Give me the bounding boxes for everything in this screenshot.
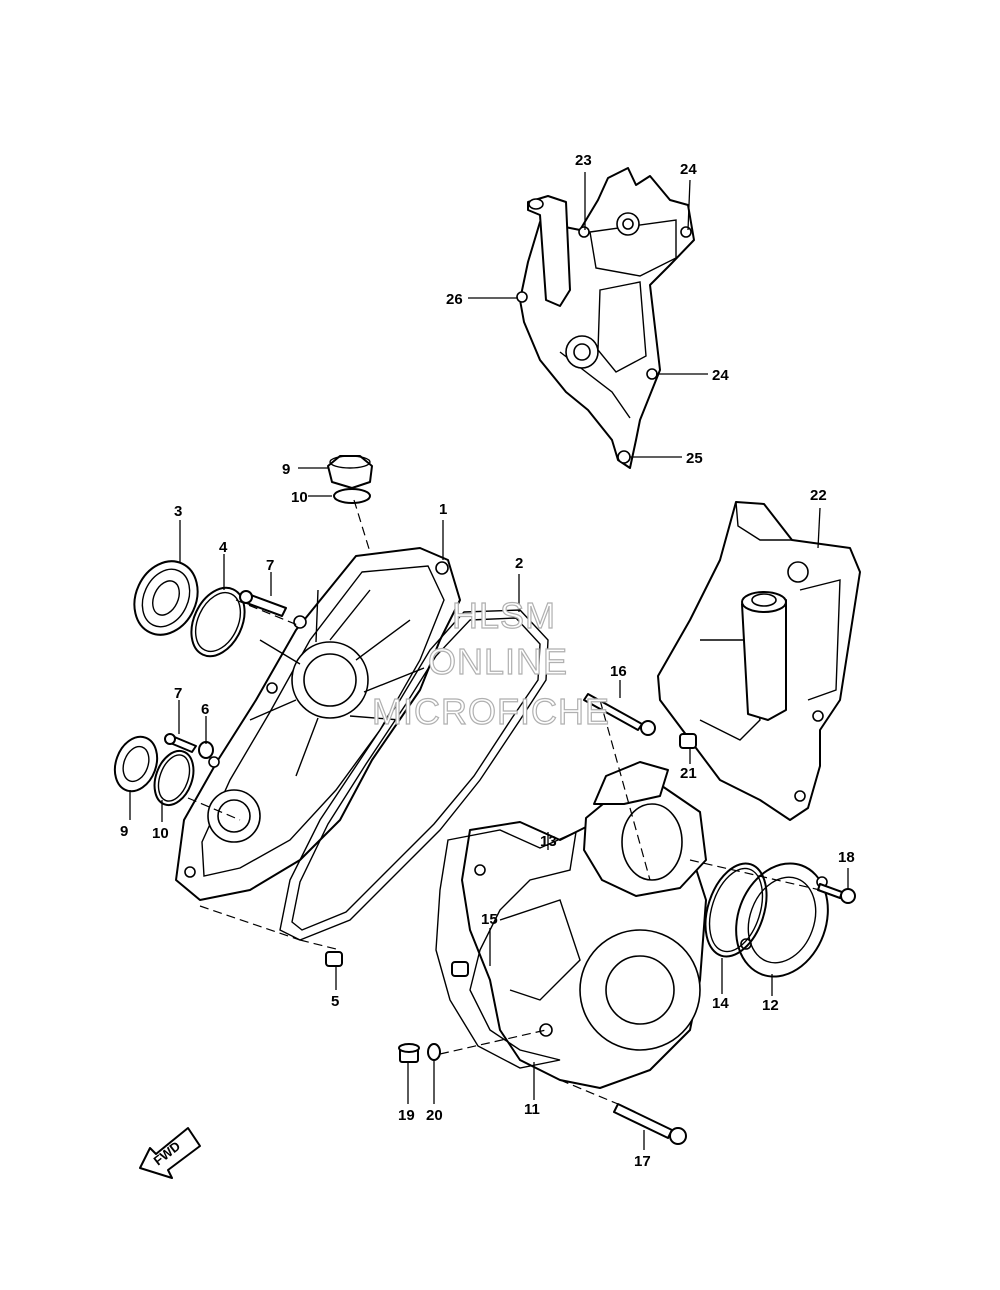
callout-11: 10: [152, 825, 169, 842]
callout-20: 19: [398, 1107, 415, 1124]
callout-26: 26: [446, 291, 463, 308]
callout-16: 15: [481, 911, 498, 928]
leader-lines: [129, 172, 849, 1150]
filler-cap-8: [327, 455, 373, 489]
dowel-pin-5: [325, 951, 343, 967]
callout-7-upper: 7: [266, 557, 274, 574]
callout-4: 4: [219, 539, 228, 556]
watermark: HLSM ONLINE MICROFICHE: [371, 594, 610, 732]
callout-24-top: 23: [575, 152, 592, 169]
callout-19: 18: [838, 849, 855, 866]
watermark-line-2: ONLINE: [428, 641, 568, 682]
plug-10: [113, 735, 159, 793]
callout-21: 20: [426, 1107, 443, 1124]
callout-25-bottom: 25: [686, 450, 703, 467]
o-ring-4: [190, 586, 246, 658]
washer-6: [198, 741, 214, 759]
callout-1: 1: [439, 501, 447, 518]
washer-21: [427, 1043, 441, 1061]
watermark-line-3: MICROFICHE: [372, 691, 610, 732]
callout-18: 17: [634, 1153, 651, 1170]
o-ring-15: [704, 862, 768, 958]
callout-3: 3: [174, 503, 182, 520]
clutch-cover-gasket: [435, 829, 577, 1069]
oil-seal-3: [133, 560, 199, 636]
callout-6: 6: [201, 701, 209, 718]
round-cover: [735, 862, 829, 978]
callout-9: 10: [291, 489, 308, 506]
callout-7-lower: 7: [174, 685, 182, 702]
callout-14: 13: [540, 833, 557, 850]
forward-direction-arrow: FWD: [139, 1127, 201, 1179]
assembly-lines: [187, 499, 821, 1105]
bolt-18: [613, 1103, 687, 1145]
dowel-pin-16: [451, 961, 469, 977]
callout-8: 9: [282, 461, 290, 478]
callout-10: 9: [120, 823, 128, 840]
callout-23: 21: [680, 765, 697, 782]
watermark-line-1: HLSM: [452, 595, 556, 636]
bolt-7-lower: [164, 733, 197, 753]
o-ring-9: [333, 488, 371, 504]
clutch-cover: [461, 761, 707, 1089]
callout-24-right: 24: [712, 367, 729, 384]
callout-17: 16: [610, 663, 627, 680]
bolt-19: [817, 883, 856, 904]
bolt-20: [398, 1043, 420, 1063]
upper-cover-bracket: [516, 167, 695, 469]
callout-labels: 23 24 26 24 25 9 10 1 2 22 3 4 7 16 7 6 …: [120, 152, 855, 1170]
callout-2: 2: [515, 555, 523, 572]
callout-22: 22: [810, 487, 827, 504]
bolt-7-upper: [239, 590, 287, 617]
callout-5: 5: [331, 993, 339, 1010]
callout-25-top: 24: [680, 161, 697, 178]
bolt-17: [583, 693, 656, 736]
o-ring-11: [153, 749, 195, 807]
callout-13: 12: [762, 997, 779, 1014]
callout-12: 11: [524, 1101, 540, 1118]
dowel-pin-23: [679, 733, 697, 749]
right-side-cover: [657, 501, 861, 821]
callout-15: 14: [712, 995, 729, 1012]
cover-gasket: [279, 609, 549, 941]
